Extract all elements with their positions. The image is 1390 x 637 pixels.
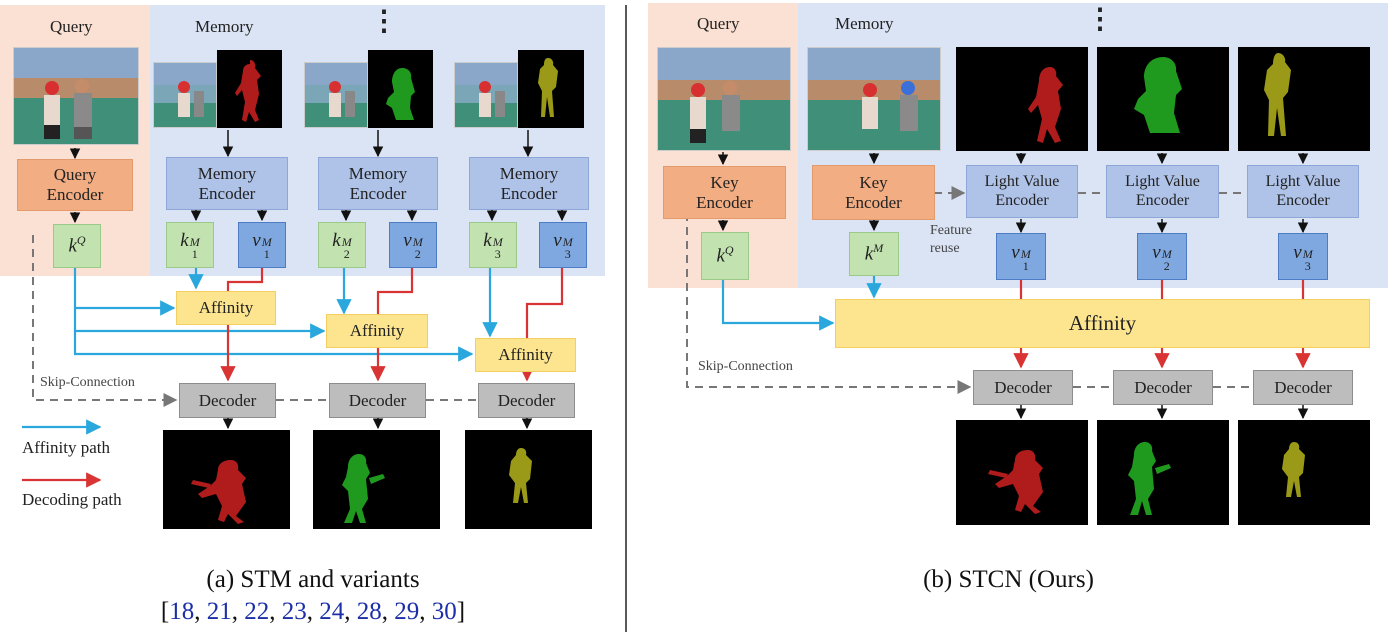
right-affinity-paths [721, 276, 882, 331]
citation-open-bracket: [ [160, 598, 170, 625]
right-memory-mask-1 [956, 47, 1088, 151]
right-decoder-box-1: Decoder [973, 370, 1073, 405]
right-memory-key-box: kM [849, 232, 899, 276]
citation-18[interactable]: 18 [169, 598, 195, 625]
citation-24[interactable]: 24 [319, 598, 345, 625]
right-output-mask-2 [1097, 420, 1229, 525]
right-affinity-box: Affinity [835, 299, 1370, 348]
legend-affinity-label: Affinity path [22, 438, 110, 457]
memory-mask-3 [518, 50, 584, 128]
citation-28[interactable]: 28 [356, 598, 382, 625]
right-query-frame [657, 47, 791, 151]
affinity-box-3: Affinity [475, 338, 576, 372]
memory-frame-2 [304, 62, 368, 128]
citation-29[interactable]: 29 [394, 598, 420, 625]
right-output-mask-1 [956, 420, 1088, 525]
left-query-label: Query [50, 17, 93, 36]
citation-30[interactable]: 30 [431, 598, 457, 625]
right-decoding-paths [1013, 280, 1311, 369]
memory-mask-2 [368, 50, 433, 128]
left-citations: [18, 21, 22, 23, 24, 28, 29, 30] [160, 598, 466, 625]
right-memory-label: Memory [835, 14, 894, 33]
decoder-box-1: Decoder [179, 383, 276, 418]
right-black-arrows [717, 152, 1309, 420]
affinity-box-1: Affinity [176, 291, 276, 325]
left-ellipsis: ⋮ [370, 6, 398, 37]
citation-22[interactable]: 22 [244, 598, 270, 625]
right-decoder-box-3: Decoder [1253, 370, 1353, 405]
affinity-box-2: Affinity [326, 314, 428, 348]
right-decoder-box-2: Decoder [1113, 370, 1213, 405]
left-output-mask-3 [465, 430, 592, 529]
legend-decoding-label: Decoding path [22, 490, 122, 509]
left-output-mask-2 [313, 430, 440, 529]
memory-frame-3 [454, 62, 518, 128]
left-skip-connection-label: Skip-Connection [40, 375, 135, 390]
right-skip-connection [686, 213, 1253, 394]
right-memory-frame [807, 47, 941, 151]
right-query-label: Query [697, 14, 740, 33]
citation-23[interactable]: 23 [281, 598, 307, 625]
memory-frame-1 [153, 62, 217, 128]
citation-21[interactable]: 21 [206, 598, 232, 625]
right-caption: (b) STCN (Ours) [923, 566, 1094, 593]
left-memory-label: Memory [195, 17, 254, 36]
right-memory-mask-3 [1238, 47, 1370, 151]
left-query-frame [13, 47, 139, 145]
memory-mask-1 [217, 50, 282, 128]
right-query-key-box: kQ [701, 232, 749, 280]
left-output-mask-1 [163, 430, 290, 529]
left-affinity-paths [73, 268, 498, 362]
right-ellipsis: ⋮ [1086, 4, 1114, 35]
citation-close-bracket: ] [456, 598, 466, 625]
right-output-mask-3 [1238, 420, 1370, 525]
decoder-box-2: Decoder [329, 383, 426, 418]
decoder-box-3: Decoder [478, 383, 575, 418]
right-memory-mask-2 [1097, 47, 1229, 151]
left-caption: (a) STM and variants [206, 566, 420, 593]
left-black-arrows [69, 130, 568, 430]
left-query-key-box: kQ [53, 224, 101, 268]
right-skip-connection-label: Skip-Connection [698, 359, 793, 374]
